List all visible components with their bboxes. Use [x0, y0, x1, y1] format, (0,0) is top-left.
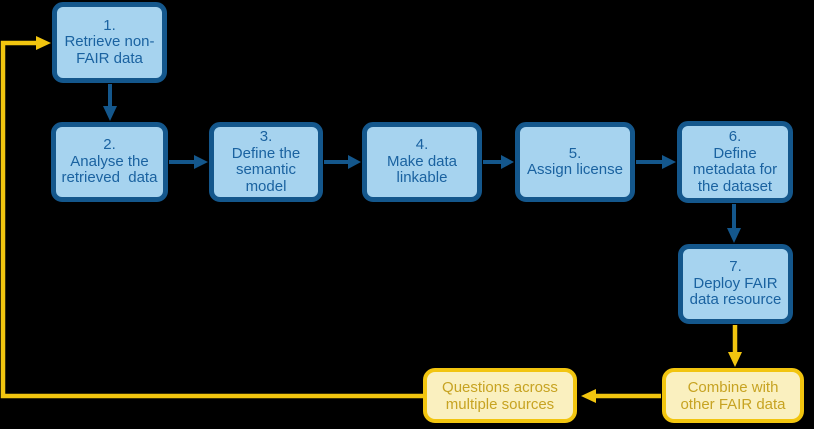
flow-node-combine-with-other-fair-data: Combine with other FAIR data [662, 368, 804, 423]
arrow-questions-to-step1 [0, 36, 423, 399]
flow-node-step-6-label: 6. Define metadata for the dataset [692, 128, 778, 195]
flow-node-questions-across-multiple-sources: Questions across multiple sources [423, 368, 577, 423]
flow-node-combine-label: Combine with other FAIR data [680, 378, 786, 413]
flow-node-step-5-label: 5. Assign license [527, 144, 623, 178]
flow-node-step-3-label: 3. Define the semantic model [231, 128, 301, 195]
flow-node-step-7-label: 7. Deploy FAIR data resource [689, 258, 782, 309]
flow-node-step-6: 6. Define metadata for the dataset [677, 121, 793, 203]
flow-node-step-7: 7. Deploy FAIR data resource [678, 244, 793, 324]
arrow-step3-to-step4 [324, 155, 361, 169]
flow-node-step-3: 3. Define the semantic model [209, 122, 323, 202]
flow-node-step-1-label: 1. Retrieve non- FAIR data [64, 16, 155, 67]
flow-node-step-5: 5. Assign license [515, 122, 635, 202]
flow-node-step-2: 2. Analyse the retrieved data [51, 122, 168, 202]
arrow-step5-to-step6 [636, 155, 676, 169]
flow-node-questions-label: Questions across multiple sources [442, 378, 558, 413]
arrow-step6-to-step7 [727, 204, 741, 243]
flow-node-step-4-label: 4. Make data linkable [386, 136, 458, 187]
arrow-step7-to-combine [728, 325, 742, 367]
flow-node-step-4: 4. Make data linkable [362, 122, 482, 202]
flow-node-step-2-label: 2. Analyse the retrieved data [61, 136, 158, 187]
arrow-step2-to-step3 [169, 155, 208, 169]
flow-node-step-1: 1. Retrieve non- FAIR data [52, 2, 167, 83]
arrow-step1-to-step2 [103, 84, 117, 121]
arrow-combine-to-questions [581, 389, 661, 403]
arrow-step4-to-step5 [483, 155, 514, 169]
